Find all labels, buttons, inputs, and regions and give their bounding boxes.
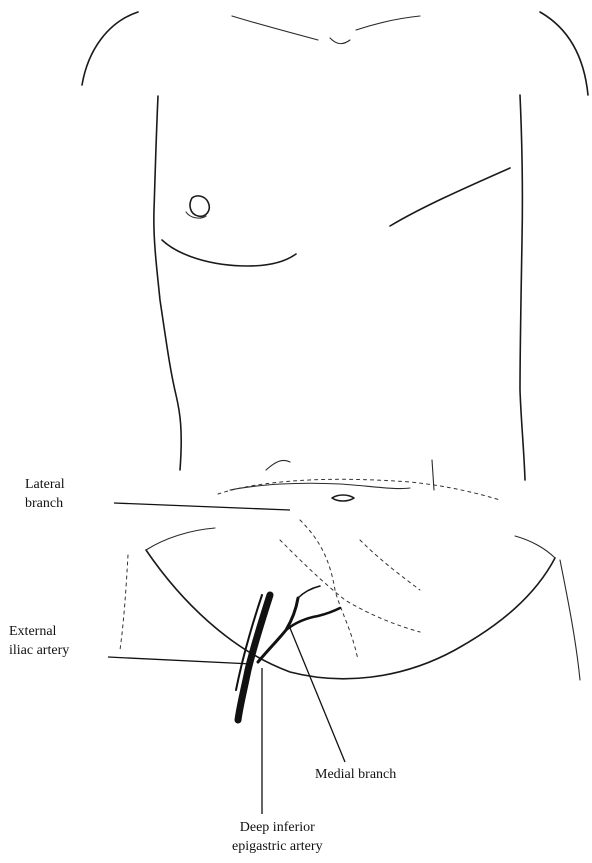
right-hip-line — [560, 560, 580, 680]
left-torso-outline — [154, 96, 181, 470]
lateral-branch-label-line1: Lateral — [25, 475, 65, 494]
right-clavicle-line — [356, 16, 420, 30]
lateral-branch-label: Lateral branch — [25, 475, 65, 513]
medial-branch-leader — [290, 628, 345, 762]
medial-branch-label: Medial branch — [315, 765, 396, 784]
lateral-branch-leader — [114, 503, 290, 510]
lateral-branch-label-line2: branch — [25, 494, 65, 513]
left-flank-line — [266, 460, 290, 470]
right-torso-outline — [520, 95, 525, 480]
flap-upper-edge-right — [515, 536, 555, 558]
umbilicus — [332, 495, 354, 501]
flap-inner-dashes-3 — [360, 540, 420, 590]
deep-inferior-epigastric-label-line1: Deep inferior — [232, 818, 323, 837]
right-shoulder-outline — [540, 12, 588, 95]
right-flank-mark — [432, 460, 434, 490]
left-clavicle-line — [232, 16, 318, 40]
left-shoulder-outline — [82, 12, 138, 85]
inframammary-line — [390, 168, 510, 226]
deep-inferior-epigastric-label-line2: epigastric artery — [232, 837, 323, 856]
external-iliac-artery-label: External iliac artery — [9, 622, 69, 660]
flap-upper-edge-left — [146, 528, 215, 550]
breast-fold — [162, 240, 296, 266]
flap-inner-dashes-2 — [280, 540, 420, 632]
lower-abdominal-flap — [146, 550, 555, 679]
lateral-branch-vessels — [230, 483, 410, 490]
nipple — [190, 196, 209, 216]
deep-inferior-epigastric-artery-label: Deep inferior epigastric artery — [232, 818, 323, 856]
external-iliac-artery-label-line1: External — [9, 622, 69, 641]
small-branch-vessel — [298, 586, 320, 598]
left-hip-line — [120, 555, 128, 650]
medial-branch-label-text: Medial branch — [315, 765, 396, 784]
external-iliac-leader — [108, 657, 252, 664]
neck-notch — [330, 38, 350, 44]
external-iliac-artery-label-line2: iliac artery — [9, 641, 69, 660]
upper-flap-line — [218, 479, 500, 500]
